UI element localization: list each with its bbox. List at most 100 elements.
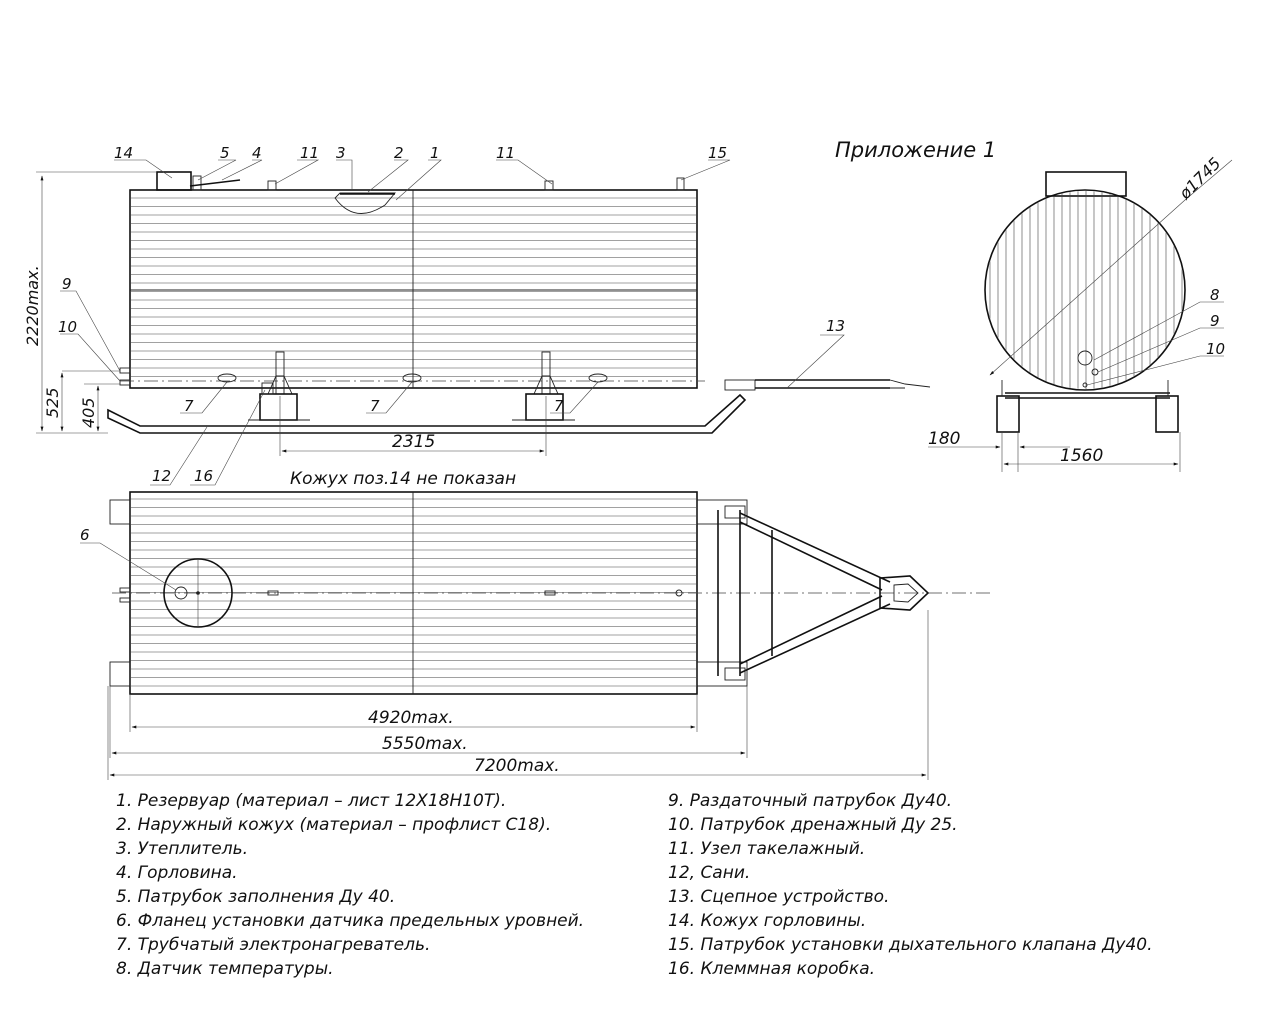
legend-item-1: 1. Резервуар (материал – лист 12Х18Н10Т)… — [116, 791, 507, 811]
callout-15: 15 — [708, 144, 727, 162]
side-view: 14 5 4 11 3 2 1 11 15 9 10 7 7 7 12 16 1… — [23, 144, 931, 486]
legend-item-16: 16. Клеммная коробка. — [668, 959, 876, 979]
legend-item-12: 12, Сани. — [668, 863, 751, 883]
height-dimensions — [36, 171, 156, 434]
terminal-box — [261, 382, 274, 395]
plan-skid-stub-bl — [109, 661, 131, 687]
callout-1: 1 — [430, 144, 440, 162]
support-foot-left — [267, 375, 293, 395]
end-skid-left — [996, 395, 1020, 433]
legend-right: 9. Раздаточный патрубок Ду40. 10. Патруб… — [668, 789, 1152, 981]
callout-7b: 7 — [370, 397, 380, 415]
plan-nozzle-9 — [119, 587, 131, 593]
legend-item-15: 15. Патрубок установки дыхательного клап… — [668, 935, 1153, 955]
dim-5550: 5550max. — [382, 734, 468, 754]
note-cover-not-shown: Кожух поз.14 не показан — [290, 469, 516, 489]
coupling-head — [724, 379, 756, 391]
end-profile-lines — [989, 191, 1183, 389]
plan-skid-stub-tr — [696, 499, 748, 525]
callout-7c: 7 — [554, 397, 564, 415]
callout-3: 3 — [336, 144, 346, 162]
callout-leaders-side — [60, 159, 845, 486]
callout-11b: 11 — [496, 144, 515, 162]
legend-item-3: 3. Утеплитель. — [116, 839, 249, 859]
drawbar — [717, 510, 930, 676]
skid-span-dimension — [279, 396, 547, 456]
end-drain-nozzle — [1082, 382, 1088, 388]
legend-item-6: 6. Фланец установки датчика предельных у… — [116, 911, 585, 931]
dim-diameter: ø1745 — [1175, 154, 1225, 204]
callout-10-end: 10 — [1206, 340, 1225, 358]
dim-405: 405 — [79, 397, 98, 428]
legend-item-9: 9. Раздаточный патрубок Ду40. — [668, 791, 953, 811]
sensor-flange-port — [174, 586, 188, 600]
sled-runner — [107, 393, 747, 434]
plan-skid-stub-tl — [109, 499, 131, 525]
callout-10: 10 — [58, 318, 77, 336]
callout-12: 12 — [152, 467, 171, 485]
plan-profile-lines — [131, 498, 696, 687]
temp-sensor-circle — [1077, 350, 1093, 366]
tank-body — [129, 189, 698, 389]
legend-left: 1. Резервуар (материал – лист 12Х18Н10Т)… — [116, 789, 584, 981]
diameter-leader — [989, 199, 1186, 376]
end-dispensing-nozzle — [1091, 368, 1099, 376]
callout-5: 5 — [220, 144, 230, 162]
dim-180: 180 — [928, 429, 960, 449]
dispensing-nozzle — [119, 367, 131, 374]
rigging-lug-right — [544, 180, 554, 191]
support-foot-right — [533, 375, 559, 395]
insulation-cutaway — [334, 192, 396, 214]
callout-6: 6 — [80, 526, 90, 544]
plan-skid-stub-br — [696, 661, 748, 687]
plan-breather — [675, 589, 683, 597]
plan-lug-right — [544, 590, 556, 596]
drain-nozzle — [119, 379, 131, 386]
diameter-leader-ext — [1184, 159, 1233, 201]
dim-2315: 2315 — [392, 432, 435, 452]
callout-9: 9 — [62, 275, 72, 293]
callout-13: 13 — [826, 317, 845, 335]
legend-item-10: 10. Патрубок дренажный Ду 25. — [668, 815, 958, 835]
plan-nozzle-10 — [119, 597, 131, 603]
rigging-lug-left — [267, 180, 277, 191]
callout-2: 2 — [394, 144, 404, 162]
manway-neck — [189, 179, 241, 187]
manway-cover — [156, 171, 192, 191]
breather-nozzle — [676, 177, 685, 191]
drawbar-hinge-bottom — [724, 667, 746, 681]
dim-1560: 1560 — [1060, 446, 1103, 466]
tank-circle — [984, 189, 1186, 391]
profile-sheet-lines — [131, 197, 696, 377]
heater-3 — [588, 373, 608, 383]
skid-block-left — [259, 393, 298, 421]
legend-item-14: 14. Кожух горловины. — [668, 911, 867, 931]
dim-height-total: 2220max. — [23, 265, 42, 346]
callout-8: 8 — [1210, 286, 1220, 304]
dim-7200: 7200max. — [474, 756, 560, 776]
legend-item-8: 8. Датчик температуры. — [116, 959, 334, 979]
callout-4: 4 — [252, 144, 262, 162]
coupling-eye — [889, 379, 931, 389]
legend-item-5: 5. Патрубок заполнения Ду 40. — [116, 887, 396, 907]
drawbar-hinge-top — [724, 505, 746, 519]
callout-7a: 7 — [184, 397, 194, 415]
end-dimensions — [928, 432, 1181, 472]
end-view: ø1745 8 9 10 180 1560 — [928, 154, 1233, 472]
legend-item-2: 2. Наружный кожух (материал – профлист С… — [116, 815, 552, 835]
legend-item-13: 13. Сцепное устройство. — [668, 887, 890, 907]
length-dimensions — [107, 610, 929, 780]
legend-item-11: 11. Узел такелажный. — [668, 839, 866, 859]
callout-16: 16 — [194, 467, 213, 485]
plan-lug-left — [267, 590, 279, 596]
callout-11a: 11 — [300, 144, 319, 162]
plan-view: 6 — [80, 491, 990, 780]
callout-14: 14 — [114, 144, 133, 162]
callout-6-leader — [80, 542, 177, 591]
dim-525: 525 — [43, 387, 62, 418]
callout-9-end: 9 — [1210, 312, 1220, 330]
end-skid-right — [1155, 395, 1179, 433]
legend-item-7: 7. Трубчатый электронагреватель. — [116, 935, 431, 955]
fill-nozzle — [192, 175, 202, 191]
